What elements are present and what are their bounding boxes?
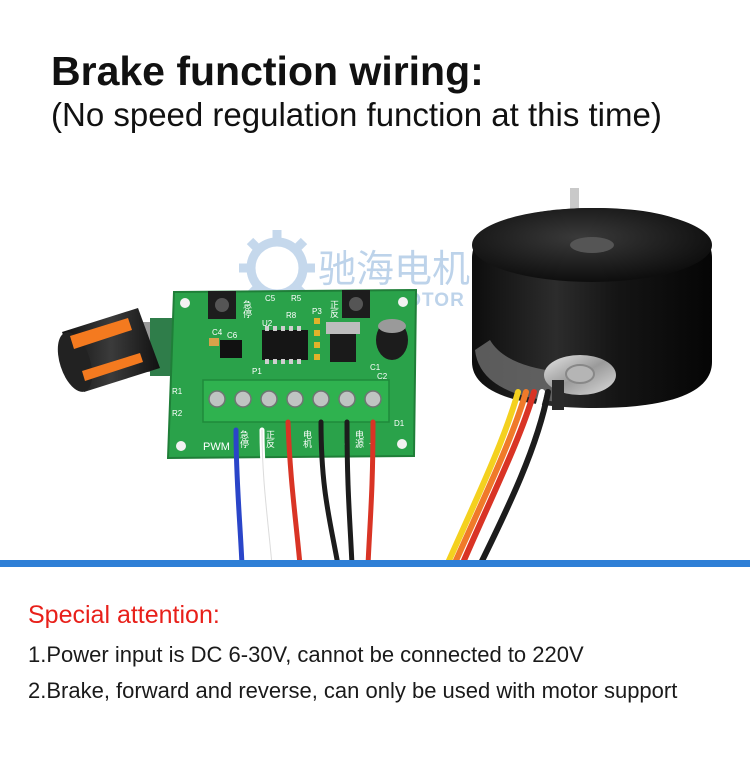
page-subtitle: (No speed regulation function at this ti… — [51, 96, 662, 133]
attention-item-1: 1.Power input is DC 6-30V, cannot be con… — [28, 642, 584, 667]
bldc-motor — [472, 188, 712, 410]
motor-wires — [444, 389, 551, 565]
label-c1: C1 — [370, 363, 381, 372]
label-motor-cn: 电机 — [301, 429, 312, 449]
potentiometer-knob-icon — [57, 308, 180, 392]
label-c2: C2 — [377, 372, 388, 381]
product-photo: 驰海电机 CHIHAIMOTOR — [57, 188, 712, 565]
label-c5: C5 — [265, 294, 276, 303]
special-attention-title: Special attention: — [28, 601, 220, 629]
label-power-cn: 电源 — [353, 429, 364, 449]
page-title: Brake function wiring: — [51, 48, 484, 94]
label-c6: C6 — [227, 331, 238, 340]
label-r5: R5 — [291, 294, 302, 303]
controller-pcb: C5 R5 R8 P3 C4 C6 U2 P1 C1 C2 D1 R1 R2 急… — [166, 288, 418, 460]
watermark-brand-cn: 驰海电机 — [318, 247, 470, 291]
attention-item-2: 2.Brake, forward and reverse, can only b… — [28, 678, 678, 703]
label-c4: C4 — [212, 328, 223, 337]
label-r1: R1 — [172, 387, 183, 396]
section-divider — [0, 560, 750, 567]
label-brake-cn-bottom: 急停 — [238, 429, 249, 449]
board-wires — [233, 419, 376, 565]
label-forward-cn-bottom: 正反 — [264, 430, 275, 449]
label-forward-cn: 正反 — [328, 300, 339, 319]
label-d1: D1 — [394, 419, 405, 428]
label-u2: U2 — [262, 319, 273, 328]
push-button-icon-2 — [342, 290, 370, 318]
push-button-icon — [208, 291, 236, 319]
label-p3: P3 — [312, 307, 322, 316]
label-r2: R2 — [172, 409, 183, 418]
label-r8: R8 — [286, 311, 297, 320]
label-pwm: PWM — [203, 441, 230, 453]
label-brake-cn: 急停 — [241, 299, 252, 319]
label-p1: P1 — [252, 367, 262, 376]
